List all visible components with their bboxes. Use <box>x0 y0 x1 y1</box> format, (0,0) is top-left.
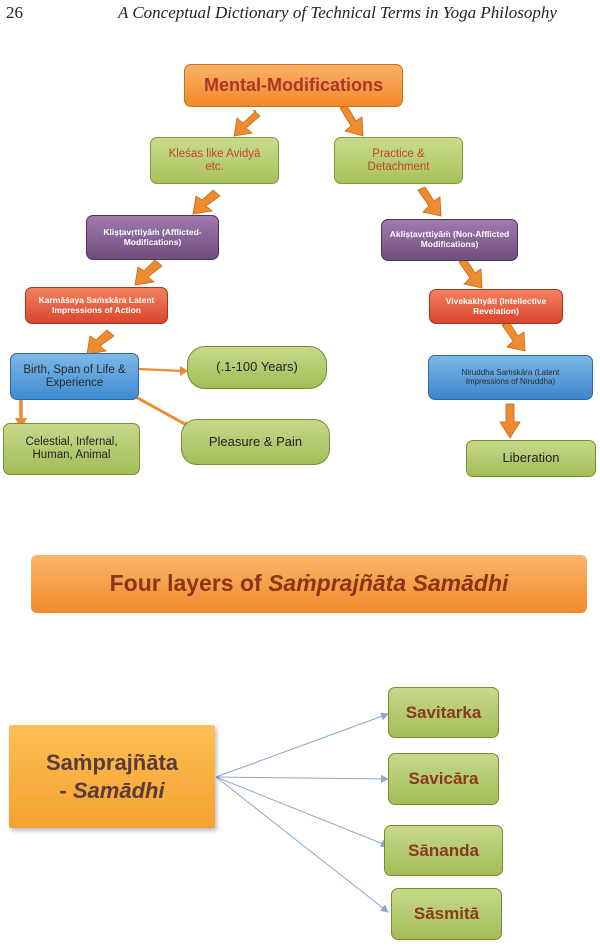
node-practice: Practice & Detachment <box>334 137 463 184</box>
root-mental-modifications: Mental-Modifications <box>184 64 403 107</box>
fan-line-sasmita <box>215 776 389 913</box>
node-aklista: Akliṣṭavṛttiyāṁ (Non-Afflicted Modificat… <box>381 219 518 261</box>
arrow-klesas-to-klista <box>192 189 221 215</box>
node-years: (.1-100 Years) <box>187 346 327 389</box>
layer-savitarka: Savitarka <box>388 687 499 738</box>
arrow-root-to-practice <box>339 105 364 137</box>
line-birth-to-years-head <box>180 366 188 376</box>
banner-text-italic: Saṁprajñāta Samādhi <box>268 570 509 597</box>
line-birth-to-pleasure <box>126 390 193 430</box>
arrow-karmasaya-to-birth <box>86 329 115 355</box>
fan-line-sananda <box>215 776 389 848</box>
node-klista: Kliṣṭavṛttiyāṁ (Afflicted-Modifications) <box>86 215 219 260</box>
arrow-practice-to-aklista <box>417 186 442 217</box>
samprajnata-line2: - Samādhi <box>59 777 165 803</box>
samprajnata-line1: Saṁprajñāta <box>45 750 179 775</box>
node-klesas: Kleśas like Avidyā etc. <box>150 137 279 184</box>
node-beings: Celestial, Infernal, Human, Animal <box>3 423 140 475</box>
banner-text-plain: Four layers of <box>109 570 269 597</box>
line-birth-to-years <box>138 367 184 373</box>
node-niruddha: Niruddha Saṁskāra (Latent Impressions of… <box>428 355 593 400</box>
layer-sananda: Sānanda <box>384 825 503 876</box>
samprajnata-samadhi-box: Saṁprajñāta - Samādhi <box>9 725 215 828</box>
section-banner: Four layers of Saṁprajñāta Samādhi <box>31 555 587 613</box>
arrow-aklista-to-viveka <box>458 258 483 289</box>
arrow-viveka-to-niruddha <box>501 321 526 352</box>
fan-line-savitarka <box>215 712 389 778</box>
node-liberation: Liberation <box>466 440 596 477</box>
fan-line-savicara <box>215 774 389 783</box>
node-pleasure: Pleasure & Pain <box>181 419 330 465</box>
layer-savicara: Savicāra <box>388 753 499 805</box>
book-title: A Conceptual Dictionary of Technical Ter… <box>118 3 557 22</box>
node-karmasaya: Karmāśaya Saṁskāra Latent Impressions of… <box>25 287 168 324</box>
layer-sasmita: Sāsmitā <box>391 888 502 940</box>
arrow-niruddha-to-liberation <box>499 403 521 439</box>
arrow-root-to-klesas <box>233 109 261 137</box>
arrow-klista-to-karmasaya <box>134 259 163 286</box>
node-viveka: Vivekakhyāti (Intellective Revelation) <box>429 289 563 324</box>
page-number: 26 <box>6 3 23 22</box>
node-birth: Birth, Span of Life & Experience <box>10 353 139 400</box>
